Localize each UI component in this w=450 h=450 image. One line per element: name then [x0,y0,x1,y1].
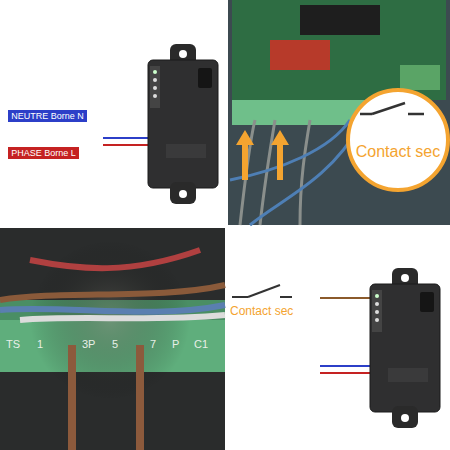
neutral-tag: NEUTRE Borne N [8,110,87,122]
node-text: PHASE Borne L [11,148,76,158]
terminal-label: 7 [150,338,156,350]
terminal-label: P [172,338,179,350]
callout-circle: Contact sec [358,142,438,162]
node-text: NEUTRE Borne N [11,111,84,121]
switch-label: Contact sec [230,304,293,318]
terminal-label: 3P [82,338,95,350]
terminal-label: 5 [112,338,118,350]
node-text: Contact sec [356,143,440,161]
phase-tag: PHASE Borne L [8,147,79,159]
terminal-label: TS [6,338,20,350]
terminal-label: 1 [37,338,43,350]
terminal-label: C1 [194,338,208,350]
